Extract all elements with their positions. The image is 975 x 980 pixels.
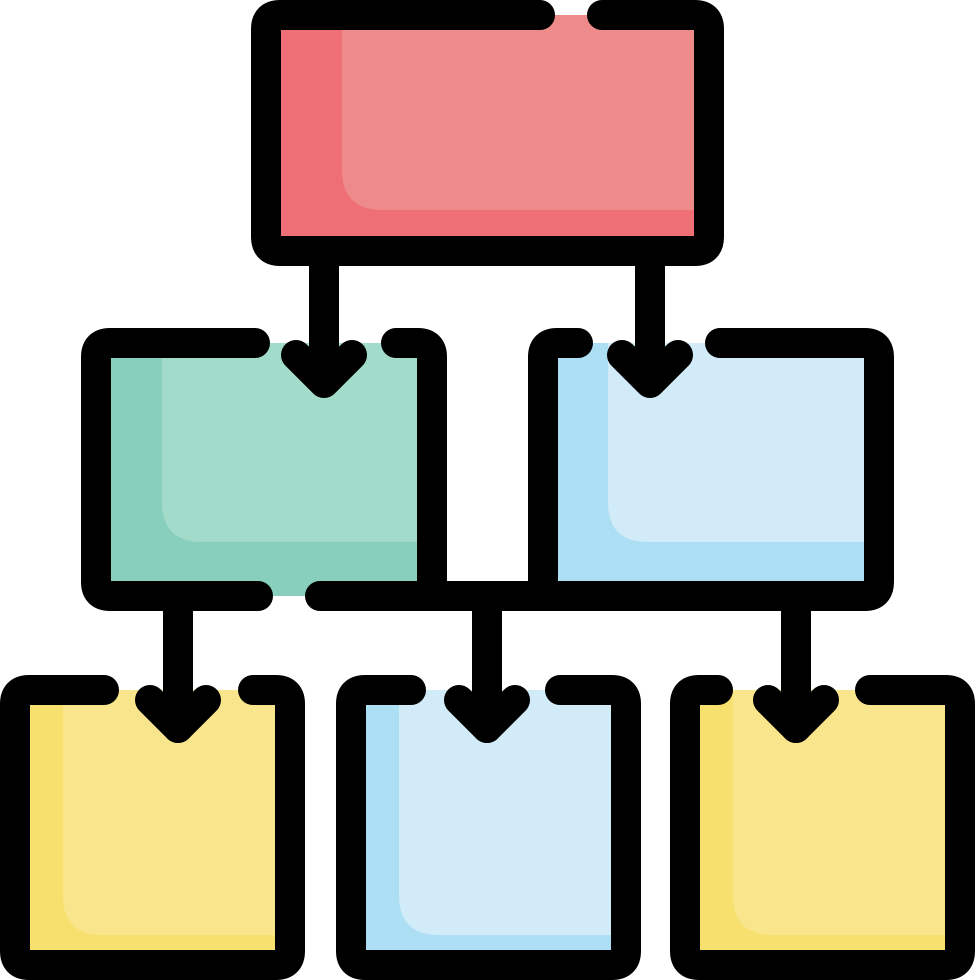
node-mid-left — [81, 328, 447, 611]
edge-mid-left-leaf-left — [135, 581, 221, 743]
node-leaf-center — [336, 675, 641, 980]
node-root — [251, 0, 724, 266]
edge-mid-right-leaf-right — [753, 581, 839, 743]
node-leaf-left-shade — [15, 690, 290, 965]
node-mid-right — [305, 328, 894, 611]
node-mid-left-shade — [96, 343, 432, 596]
node-leaf-left — [0, 675, 305, 980]
node-mid-left-outline — [81, 328, 273, 611]
node-mid-left-outline-right — [381, 328, 447, 611]
node-leaf-right — [670, 675, 975, 980]
arrow-head-icon — [135, 685, 221, 743]
node-root-outline — [251, 0, 724, 266]
edge-root-mid-right — [607, 236, 693, 398]
node-mid-right-outline — [305, 328, 894, 611]
node-root-shade — [266, 15, 709, 251]
node-mid-right-shade — [543, 343, 879, 596]
arrow-head-icon — [281, 340, 367, 398]
node-leaf-center-shade — [351, 690, 626, 965]
edge-mid-right-leaf-center — [444, 581, 530, 743]
arrow-head-icon — [444, 685, 530, 743]
arrow-head-icon — [753, 685, 839, 743]
node-leaf-right-shade — [685, 690, 960, 965]
node-leaf-center-outline — [336, 675, 641, 980]
node-leaf-left-outline — [0, 675, 305, 980]
arrow-head-icon — [607, 340, 693, 398]
edge-root-mid-left — [281, 236, 367, 398]
node-mid-right-outline-left — [528, 328, 593, 597]
node-leaf-right-outline — [670, 675, 975, 980]
